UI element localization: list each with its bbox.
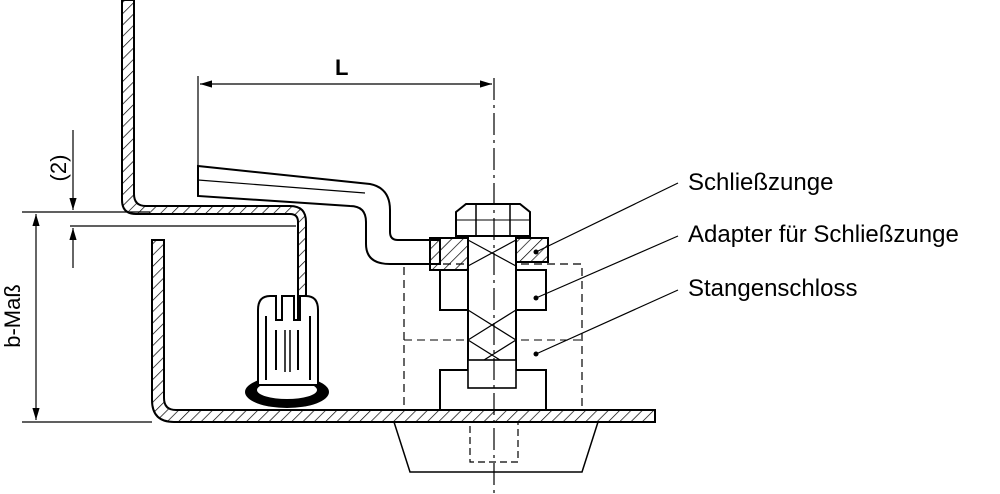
hex-bolt	[455, 203, 531, 237]
dimension-length	[197, 76, 492, 166]
shaft	[439, 235, 547, 411]
height-label: b-Maß	[0, 284, 25, 348]
lower-housing	[392, 421, 600, 473]
callout-rod-lock: Stangenschloss	[688, 275, 857, 302]
callout-tongue: Schließzunge	[688, 169, 833, 196]
dimension-height	[22, 211, 152, 423]
rod-lock-housing	[403, 263, 583, 411]
callout-leaders	[533, 182, 679, 357]
offset-label: (2)	[46, 155, 71, 182]
callout-adapter: Adapter für Schließzunge	[688, 221, 959, 248]
dimension-offset	[69, 130, 296, 268]
length-label: L	[335, 55, 348, 80]
seal-profile	[245, 295, 329, 408]
cabinet-body-profile	[151, 239, 656, 423]
